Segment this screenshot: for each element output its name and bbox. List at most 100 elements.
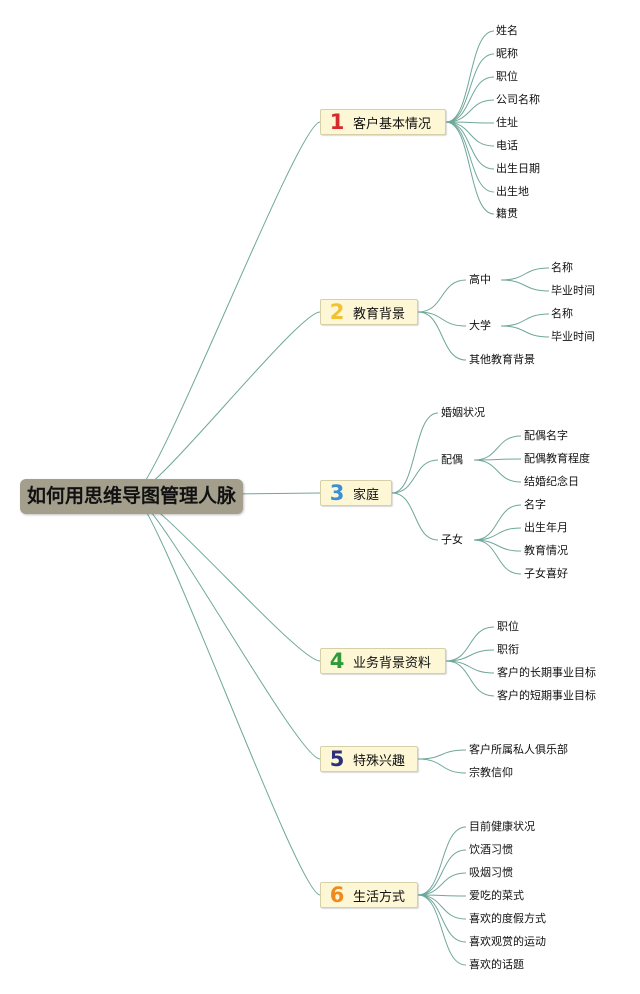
leaf-spouse-name[interactable]: 配偶名字 xyxy=(524,429,568,442)
connector-line xyxy=(500,267,550,281)
branch-number-5: 5 xyxy=(329,747,345,771)
leaf-religion[interactable]: 宗教信仰 xyxy=(469,766,513,779)
connector-line xyxy=(445,121,495,215)
leaf-favorite-sports[interactable]: 喜欢观赏的运动 xyxy=(469,935,546,948)
branch-label: 特殊兴趣 xyxy=(353,753,406,769)
connector-line xyxy=(473,539,522,552)
connector-line xyxy=(473,435,522,461)
connector-line xyxy=(445,121,495,193)
central-topic[interactable]: 如何用思维导图管理人脉 xyxy=(20,479,243,514)
leaf-child-birth-month[interactable]: 出生年月 xyxy=(524,521,568,534)
leaf-child-education[interactable]: 教育情况 xyxy=(524,544,568,557)
node-children[interactable]: 子女 xyxy=(441,533,463,546)
connector-line xyxy=(417,311,467,327)
leaf-child-name[interactable]: 名字 xyxy=(524,498,546,511)
connector-line xyxy=(473,527,522,541)
branch-label: 教育背景 xyxy=(353,306,406,322)
connector-line xyxy=(445,660,495,674)
leaf-long-term-goal[interactable]: 客户的长期事业目标 xyxy=(497,666,596,679)
leaf-marital-status[interactable]: 婚姻状况 xyxy=(441,406,485,419)
connector-line xyxy=(417,849,467,896)
leaf-university-name[interactable]: 名称 xyxy=(551,307,573,320)
leaf-birth-date[interactable]: 出生日期 xyxy=(496,162,540,175)
branch-number-4: 4 xyxy=(329,649,345,673)
branch-label: 业务背景资料 xyxy=(353,655,432,671)
connector-line xyxy=(417,311,467,361)
connector-line xyxy=(391,459,439,494)
connector-line xyxy=(500,313,550,327)
connector-line xyxy=(417,894,467,920)
leaf-wedding-anniversary[interactable]: 结婚纪念日 xyxy=(524,475,579,488)
branch-education[interactable]: 2 教育背景 xyxy=(320,299,418,325)
connector-line xyxy=(473,459,522,483)
leaf-address[interactable]: 住址 xyxy=(496,116,518,129)
leaf-smoking-habits[interactable]: 吸烟习惯 xyxy=(469,866,513,879)
connector-line xyxy=(445,99,495,123)
connector-line xyxy=(417,749,467,760)
connector-line xyxy=(132,121,321,496)
leaf-name[interactable]: 姓名 xyxy=(496,24,518,37)
connector-line xyxy=(500,279,550,292)
branch-number-3: 3 xyxy=(329,481,345,505)
branch-basic-info[interactable]: 1 客户基本情况 xyxy=(320,109,446,135)
node-spouse[interactable]: 配偶 xyxy=(441,453,463,466)
connector-line xyxy=(473,504,522,541)
leaf-child-hobbies[interactable]: 子女喜好 xyxy=(524,567,568,580)
connector-line xyxy=(132,494,321,760)
connector-line xyxy=(473,539,522,575)
leaf-favorite-topics[interactable]: 喜欢的话题 xyxy=(469,958,524,971)
leaf-company-name[interactable]: 公司名称 xyxy=(496,93,540,106)
node-university[interactable]: 大学 xyxy=(469,319,491,332)
connector-line xyxy=(445,53,495,123)
branch-label: 家庭 xyxy=(353,487,380,503)
leaf-short-term-goal[interactable]: 客户的短期事业目标 xyxy=(497,689,596,702)
connector-line xyxy=(445,121,495,170)
connector-line xyxy=(445,121,495,147)
leaf-position[interactable]: 职位 xyxy=(496,70,518,83)
connector-line xyxy=(500,325,550,338)
leaf-health-status[interactable]: 目前健康状况 xyxy=(469,820,535,833)
branch-family[interactable]: 3 家庭 xyxy=(320,480,392,506)
branch-label: 客户基本情况 xyxy=(353,116,432,132)
leaf-native-place[interactable]: 籍贯 xyxy=(496,207,518,220)
leaf-high-school-grad-time[interactable]: 毕业时间 xyxy=(551,284,595,297)
leaf-birthplace[interactable]: 出生地 xyxy=(496,185,529,198)
connector-line xyxy=(445,30,495,123)
branch-number-2: 2 xyxy=(329,300,345,324)
connector-line xyxy=(417,894,467,966)
connector-line xyxy=(417,279,467,313)
connector-line xyxy=(417,872,467,896)
leaf-favorite-dishes[interactable]: 爱吃的菜式 xyxy=(469,889,524,902)
leaf-university-grad-time[interactable]: 毕业时间 xyxy=(551,330,595,343)
leaf-other-education[interactable]: 其他教育背景 xyxy=(469,353,535,366)
branch-special-interests[interactable]: 5 特殊兴趣 xyxy=(320,746,418,772)
branch-number-6: 6 xyxy=(329,883,345,907)
connector-line xyxy=(445,76,495,123)
branch-label: 生活方式 xyxy=(353,889,406,905)
connector-line xyxy=(132,494,321,896)
leaf-private-club[interactable]: 客户所属私人俱乐部 xyxy=(469,743,568,756)
connector-line xyxy=(132,311,321,496)
node-high-school[interactable]: 高中 xyxy=(469,273,491,286)
connector-line xyxy=(417,894,467,943)
connector-line xyxy=(445,626,495,662)
branch-business[interactable]: 4 业务背景资料 xyxy=(320,648,446,674)
connector-line xyxy=(445,660,495,697)
connector-line xyxy=(132,494,321,662)
leaf-nickname[interactable]: 昵称 xyxy=(496,47,518,60)
connector-line xyxy=(417,758,467,774)
connector-line xyxy=(391,492,439,541)
leaf-business-position[interactable]: 职位 xyxy=(497,620,519,633)
branch-number-1: 1 xyxy=(329,110,345,134)
connector-line xyxy=(391,412,439,494)
leaf-high-school-name[interactable]: 名称 xyxy=(551,261,573,274)
connector-line xyxy=(417,826,467,896)
leaf-vacation-style[interactable]: 喜欢的度假方式 xyxy=(469,912,546,925)
leaf-phone[interactable]: 电话 xyxy=(496,139,518,152)
leaf-drinking-habits[interactable]: 饮酒习惯 xyxy=(469,843,513,856)
leaf-spouse-education[interactable]: 配偶教育程度 xyxy=(524,452,590,465)
leaf-business-title[interactable]: 职衔 xyxy=(497,643,519,656)
branch-lifestyle[interactable]: 6 生活方式 xyxy=(320,882,418,908)
connector-line xyxy=(445,649,495,662)
